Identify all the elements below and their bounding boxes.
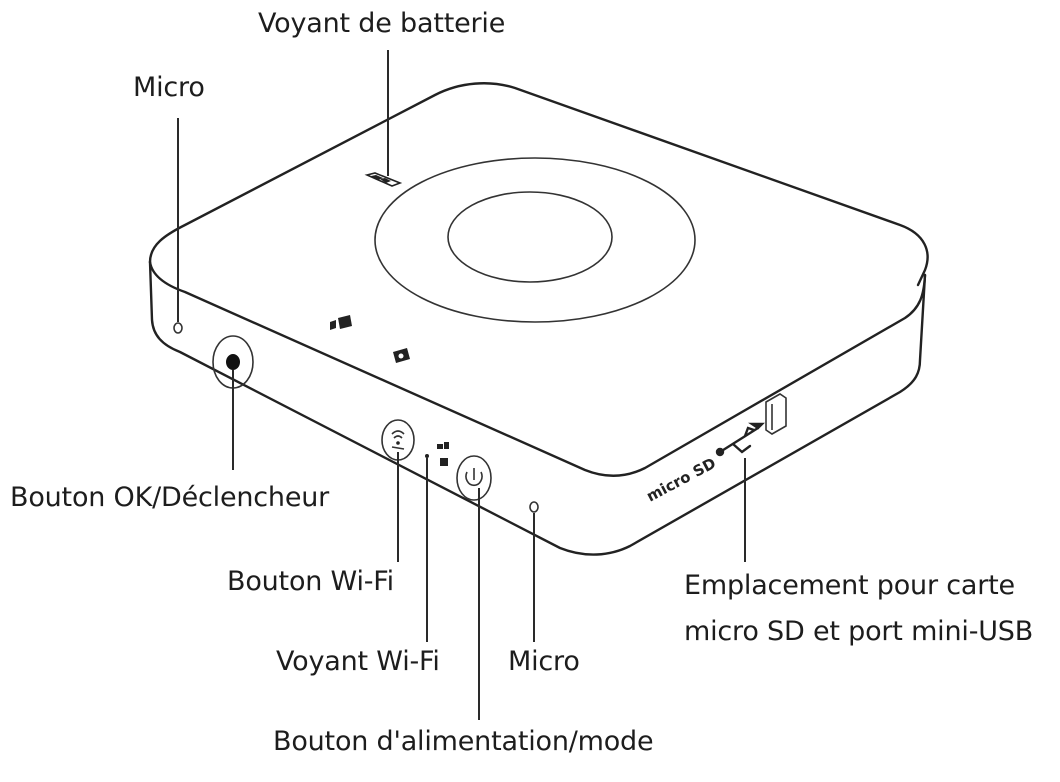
microphone-hole-left: [173, 322, 183, 334]
label-power-mode-button: Bouton d'alimentation/mode: [273, 726, 654, 757]
label-wifi-led: Voyant Wi-Fi: [276, 646, 440, 677]
device-body: [148, 82, 929, 556]
wifi-led-dot: [425, 454, 429, 458]
label-wifi-button: Bouton Wi-Fi: [227, 566, 394, 597]
label-sd-slot-line1: Emplacement pour carte: [684, 570, 1015, 601]
front-mode-icons: [437, 442, 449, 466]
label-ok-shutter-button: Bouton OK/Déclencheur: [10, 482, 330, 513]
lens: [374, 157, 696, 323]
battery-led-icon: [364, 172, 403, 187]
microphone-hole-right: [529, 501, 539, 513]
photo-mode-icon: [393, 348, 410, 363]
usb-icon: [715, 422, 765, 457]
label-microphone-bottom: Micro: [508, 646, 580, 677]
leader-lines: [177, 50, 746, 720]
label-battery-led: Voyant de batterie: [258, 8, 506, 39]
label-microphone-top: Micro: [133, 72, 205, 103]
power-mode-button: [456, 455, 492, 501]
label-sd-slot-line2: micro SD et port mini-USB: [684, 616, 1034, 647]
video-mode-icon: [330, 315, 352, 330]
sd-card-slot: [765, 393, 787, 435]
